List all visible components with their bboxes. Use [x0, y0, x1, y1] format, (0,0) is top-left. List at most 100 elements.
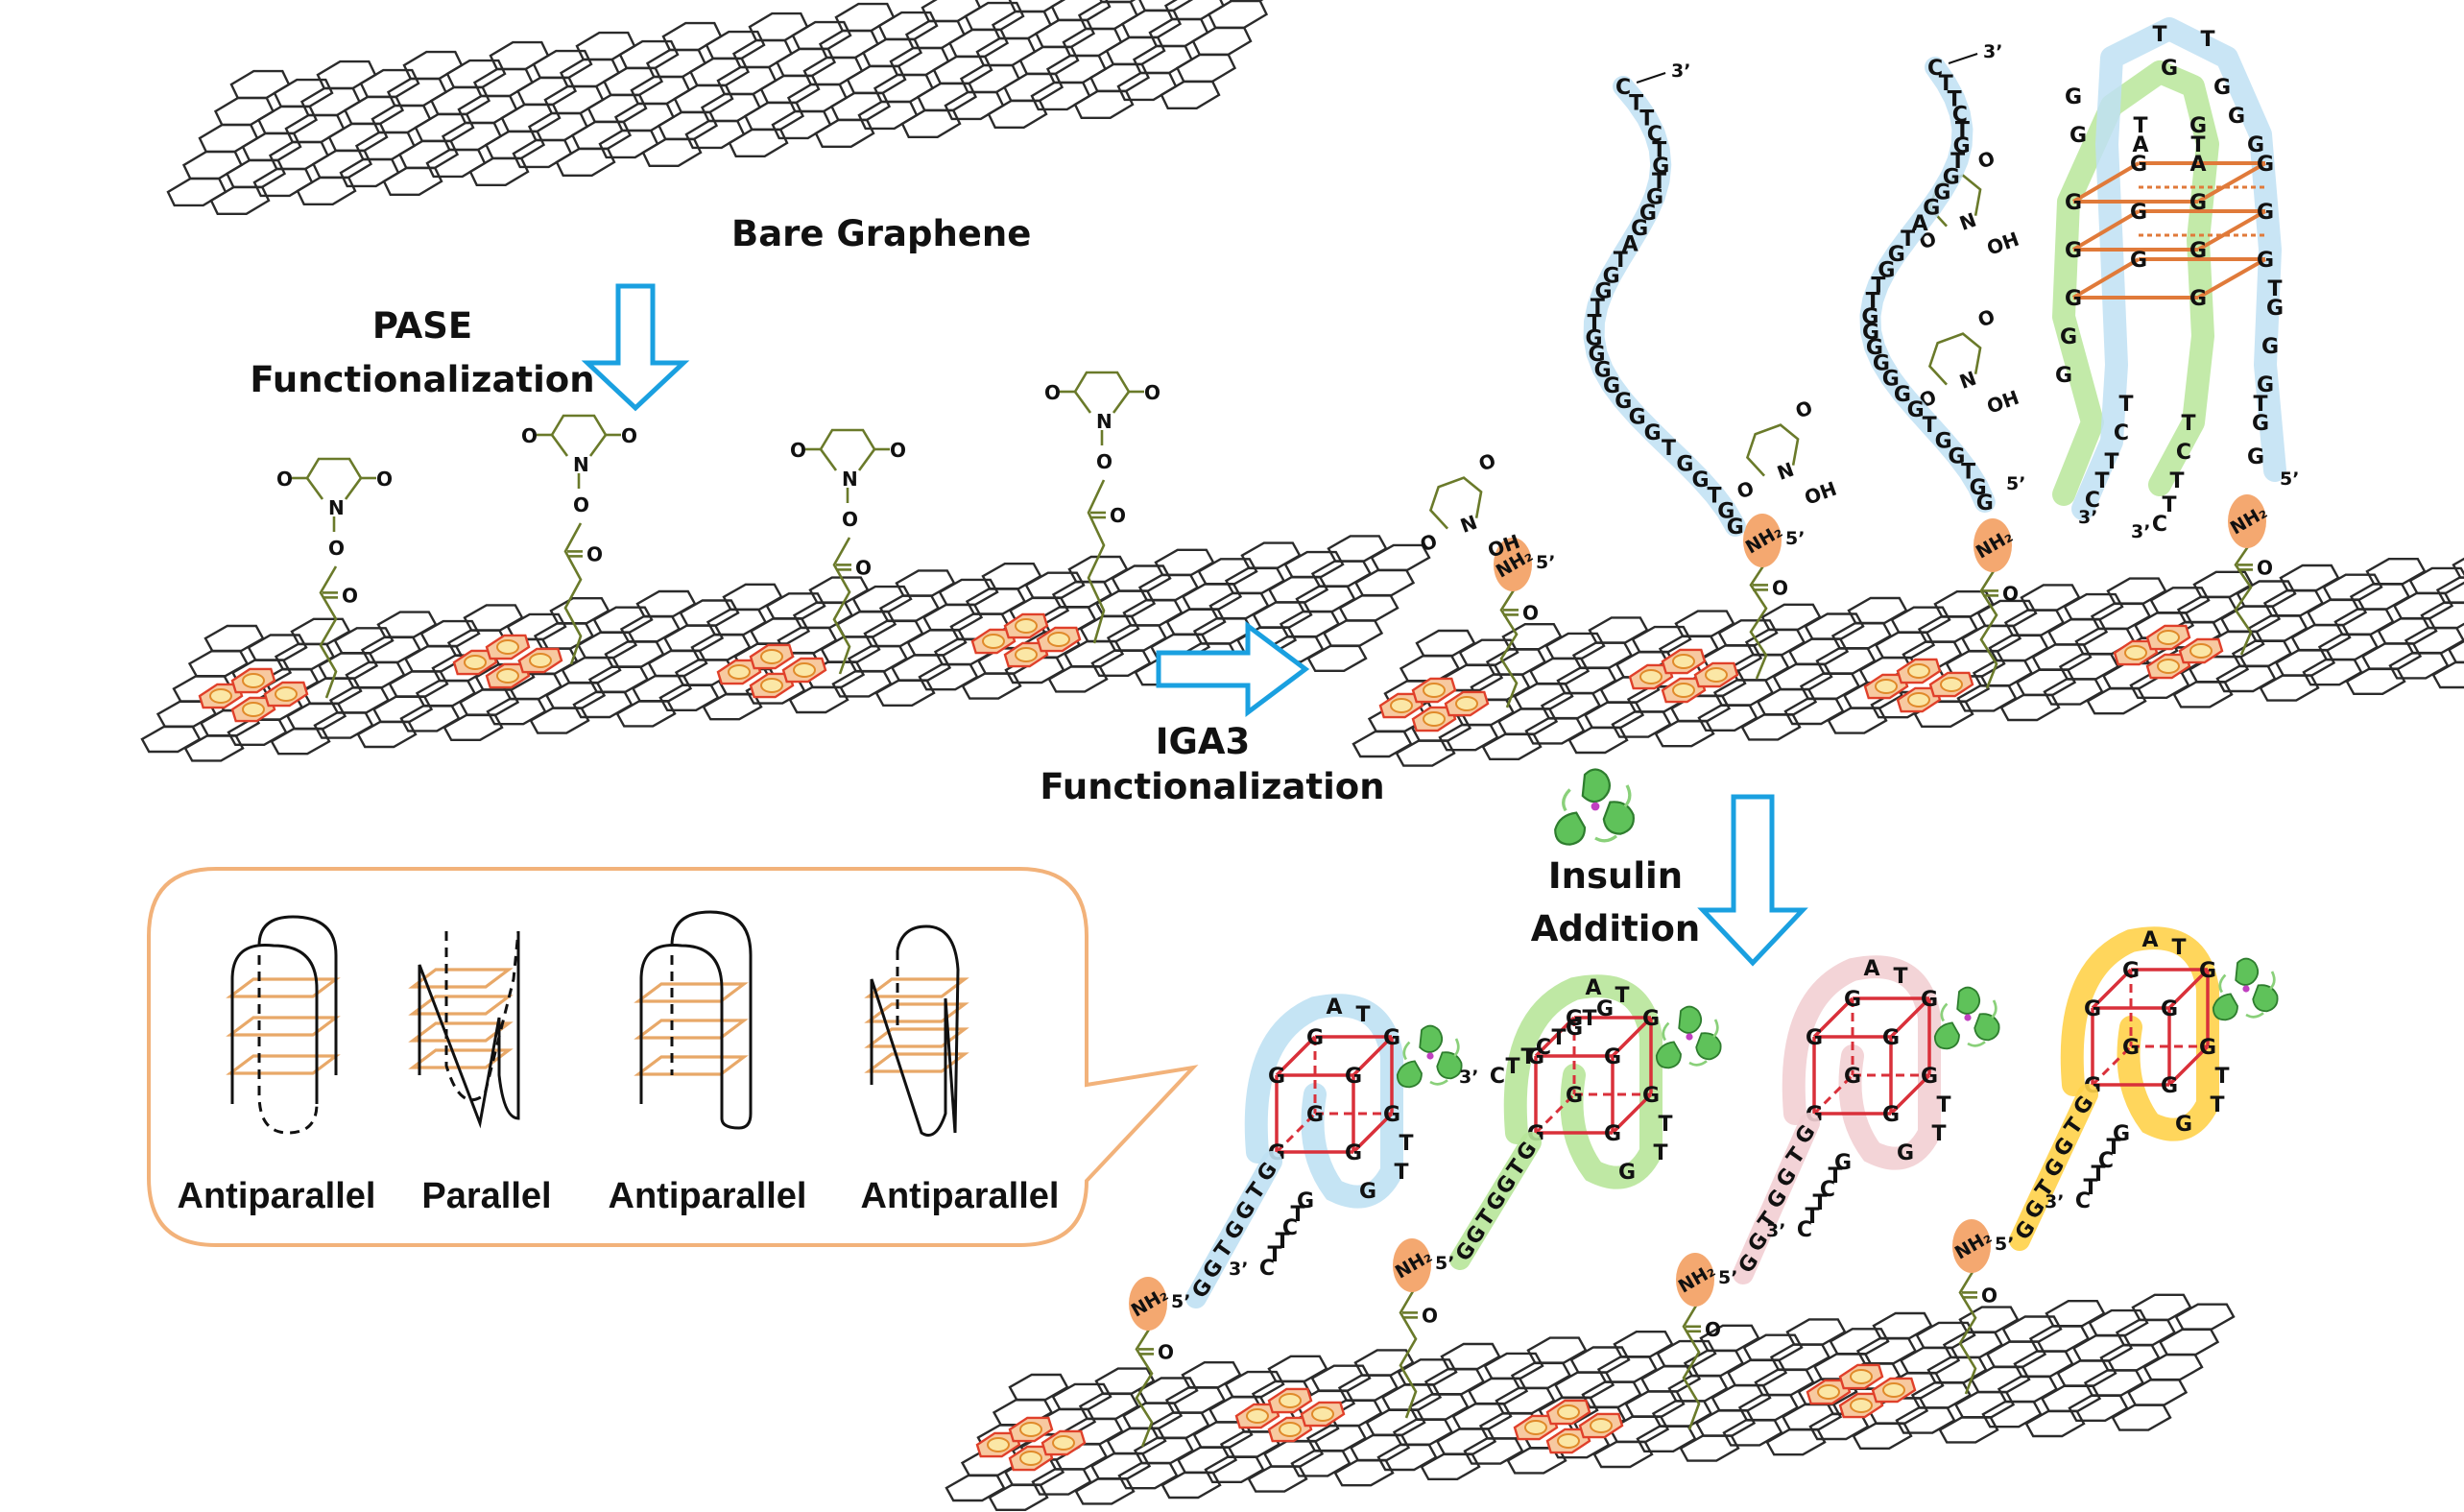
nucleotide-base: G — [2122, 1036, 2140, 1060]
tetrad-edge — [2197, 209, 2266, 252]
nucleotide-base: G — [1297, 1189, 1314, 1213]
nucleotide-base: G — [1834, 1151, 1852, 1175]
nucleotide-base: G — [1970, 476, 1987, 500]
graphene-hexagon — [1099, 0, 1136, 4]
pyrene-ring-inner — [1019, 1451, 1042, 1466]
graphene-hexagon — [1501, 623, 1563, 651]
nucleotide-base: G — [2199, 959, 2216, 983]
graphene-hexagon — [2345, 667, 2406, 695]
carbonyl-oxygen: O — [1981, 1284, 1998, 1307]
nucleotide-base: G — [2257, 153, 2274, 177]
nucleotide-base: G — [1359, 1180, 1376, 1204]
nucleotide-base: G — [1629, 406, 1646, 430]
bound-insulin-icon — [1396, 1024, 1463, 1089]
nucleotide-base: G — [1873, 351, 1890, 375]
nucleotide-base: T — [1582, 1007, 1596, 1031]
pyrene-anchor — [1628, 648, 1739, 704]
graphene-hexagon — [1333, 1459, 1395, 1487]
graphene-hexagon — [1138, 0, 1194, 12]
tetrad-edge — [1611, 1016, 1653, 1058]
butyric-linker — [319, 565, 338, 699]
graphene-hexagon — [402, 50, 464, 81]
graphene-hexagon — [1399, 655, 1461, 683]
nucleotide-base: G — [1888, 243, 1905, 267]
pyrene-ring-inner — [760, 649, 783, 664]
graphene-hexagon — [1154, 548, 1215, 576]
nucleotide-base: C — [1615, 76, 1631, 100]
nucleotide-base: C — [1536, 1036, 1551, 1060]
butyric-linker — [1399, 1285, 1418, 1419]
tetrad-edge — [1275, 1035, 1317, 1077]
bound-insulin-icon — [2212, 957, 2279, 1021]
nucleotide-base: A — [1585, 976, 1601, 1000]
graphene-hexagon — [296, 176, 357, 205]
butyric-linker — [1087, 479, 1106, 644]
graphene-hexagon — [2174, 1303, 2236, 1331]
graphene-hexagon — [1074, 1477, 1136, 1505]
nucleotide-base: T — [2091, 1163, 2105, 1187]
nucleotide-base: A — [2132, 133, 2148, 157]
nucleotide-base: G — [2199, 1036, 2216, 1060]
pyrene-ring-inner — [1015, 618, 1038, 634]
nucleotide-base: G — [1566, 1017, 1583, 1041]
imide-nitrogen: N — [1096, 410, 1112, 433]
five-prime-label: 5’ — [2006, 473, 2025, 494]
nucleotide-base: G — [2065, 287, 2082, 311]
graphene-hexagon — [1181, 1361, 1242, 1389]
nucleotide-base: G — [1862, 321, 1879, 345]
nucleotide-base: G — [2189, 114, 2207, 138]
nucleotide-base: T — [1923, 414, 1937, 438]
nucleotide-base: A — [1622, 233, 1639, 257]
amine-blob — [1129, 1277, 1167, 1331]
pyrene-ring-inner — [1557, 1404, 1580, 1420]
nhs-ring — [1428, 476, 1483, 530]
graphene-hexagon — [1197, 558, 1258, 586]
nucleotide-base: T — [1275, 1230, 1289, 1254]
nucleotide-base: G — [1935, 429, 1952, 453]
nhs-oxygen: O — [1475, 448, 1498, 475]
nucleotide-base: C — [2085, 489, 2100, 513]
amine-blob — [1676, 1253, 1714, 1307]
pyrene-ring-inner — [1940, 677, 1963, 692]
topology-parallel — [408, 930, 520, 1129]
g-tetrad-plane — [408, 1048, 514, 1069]
nucleotide-base: G — [1631, 217, 1648, 241]
graphene-hexagon — [988, 1483, 1049, 1511]
graphene-hexagon — [1976, 599, 2038, 627]
graphene-hexagon — [1008, 0, 1065, 13]
pyrene-ring-inner — [1015, 647, 1038, 662]
tetrad-edge — [1812, 1073, 1854, 1116]
five-prime-label: 5’ — [1536, 552, 1555, 573]
nucleotide-base: T — [2162, 493, 2176, 517]
graphene-hexagon — [2158, 1328, 2220, 1356]
nucleotide-base: T — [1653, 1141, 1667, 1165]
nucleotide-base: C — [1259, 1257, 1275, 1281]
graphene-hexagon — [679, 599, 740, 627]
pyrene-ring-inner — [2157, 659, 2180, 674]
nucleotide-base: T — [2094, 469, 2109, 493]
nucleotide-base: G — [2130, 249, 2147, 273]
graphene-hexagon — [981, 563, 1042, 590]
graphene-hexagon — [382, 166, 443, 196]
pyrene-ring-inner — [1052, 1435, 1075, 1451]
pyrene-ring-inner — [2124, 645, 2147, 660]
topology-antiparallel-2 — [634, 910, 753, 1130]
pyrene-ring-inner — [1907, 663, 1930, 679]
pyrene-anchor — [198, 667, 309, 723]
strand-path-hidden — [444, 930, 520, 1102]
nucleotide-base: T — [1652, 138, 1666, 162]
nucleotide-base: T — [1520, 1045, 1535, 1069]
graphene-hexagon — [1306, 644, 1368, 672]
graphene-hexagon — [851, 585, 913, 613]
nucleotide-base: T — [1805, 1205, 1819, 1229]
nhs-oxygen: O — [1417, 529, 1440, 556]
nucleotide-base: G — [1976, 492, 1994, 516]
three-prime-label: 3’ — [1229, 1259, 1248, 1280]
tetrad-edge — [2197, 257, 2266, 300]
tetrad-edge — [1812, 996, 1854, 1039]
imide-oxygen: O — [1044, 381, 1061, 404]
graphene-hexagon — [2045, 1300, 2106, 1328]
nucleotide-base: A — [2189, 153, 2206, 177]
g-tetrad-plane — [864, 1002, 969, 1023]
nucleotide-base: G — [1618, 1161, 1636, 1185]
